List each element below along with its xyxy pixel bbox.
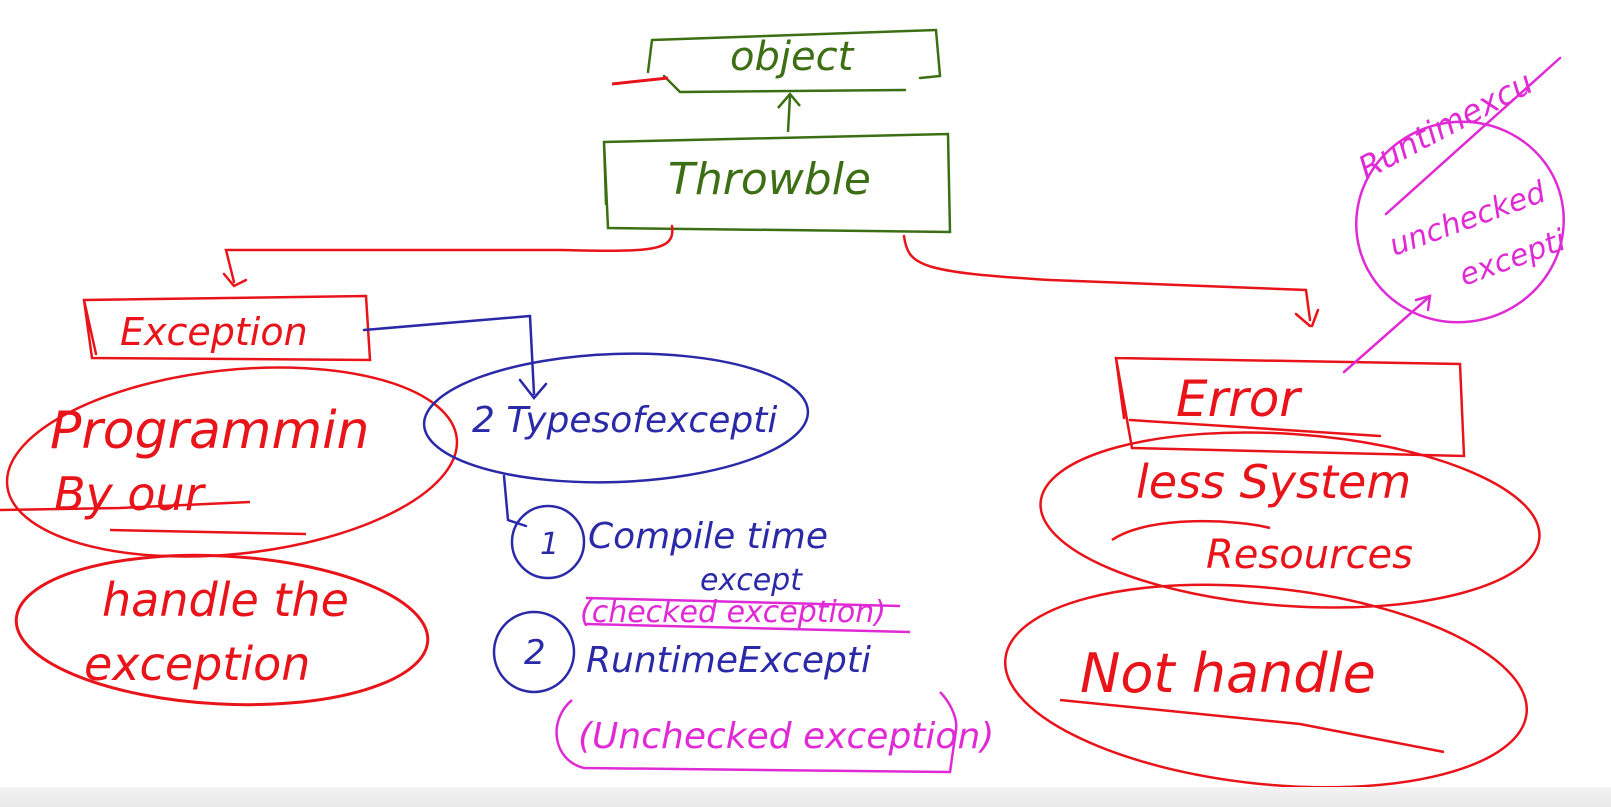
- object-label: object: [730, 34, 855, 80]
- programming-ellipse: [5, 366, 459, 558]
- types-note: 2 Typesofexcepti: [362, 314, 810, 528]
- not-handle-ellipse: [1003, 583, 1529, 789]
- item-2-number: 2: [524, 633, 546, 673]
- exception-to-types-connector: [362, 314, 548, 400]
- runtime-unchecked-bubble: Runtimexcu unchecked excepti: [1342, 56, 1571, 374]
- programming-note: Programmin By our: [0, 366, 459, 558]
- less-system-note: less System Resources: [1039, 431, 1541, 609]
- runtime-text: RuntimeExcepti: [586, 640, 871, 681]
- runtime-item: 2 RuntimeExcepti: [492, 610, 871, 694]
- handle-line1-text: handle the: [102, 573, 349, 627]
- error-box: [1114, 356, 1466, 458]
- throwable-box: [602, 132, 952, 234]
- object-box: [646, 28, 942, 94]
- exception-node: Exception: [82, 294, 372, 362]
- programming-cross-line: [0, 500, 251, 512]
- not-handle-text: Not handle: [1080, 642, 1376, 705]
- error-underline: [1128, 418, 1382, 438]
- handle-note: handle the exception: [14, 553, 430, 707]
- not-handle-cross-line: [1059, 698, 1445, 754]
- resources-text: Resources: [1206, 532, 1413, 578]
- exception-box: [82, 294, 372, 362]
- compile-time-item: 1 Compile time except: [510, 504, 828, 598]
- item-1-number: 1: [540, 527, 559, 562]
- checked-underline: [585, 596, 911, 634]
- less-system-text: less System: [1136, 455, 1411, 509]
- arrow-throwable-to-exception: [222, 224, 674, 288]
- runtime-crossed-text: Runtimexcu: [1352, 63, 1539, 187]
- exception-label: Exception: [120, 310, 308, 354]
- compile-line2-text: except: [700, 563, 803, 598]
- crossout-line: [1384, 56, 1562, 216]
- item-2-circle: [492, 610, 576, 694]
- throwable-node: Throwble: [602, 132, 952, 234]
- bubble-ellipse: [1355, 120, 1565, 324]
- by-our-underline: [109, 528, 307, 536]
- item-1-circle: [510, 504, 586, 580]
- less-system-ellipse: [1039, 431, 1541, 609]
- programming-text: Programmin: [50, 401, 370, 461]
- error-node: Error: [1114, 356, 1466, 458]
- types-text: 2 Typesofexcepti: [472, 400, 777, 441]
- unchecked-brackets: [555, 691, 958, 774]
- checked-note: (checked exception): [580, 595, 911, 634]
- arrow-throwable-to-object: [777, 92, 801, 133]
- by-our-text: By our: [54, 467, 207, 521]
- object-node: object: [646, 28, 942, 94]
- types-to-list-connector: [502, 474, 528, 528]
- throwable-label: Throwble: [668, 154, 871, 205]
- stray-mark: [611, 76, 669, 86]
- handle-ellipse: [14, 553, 430, 707]
- resources-loop: [1111, 519, 1271, 542]
- types-ellipse: [422, 352, 810, 484]
- handle-line2-text: exception: [84, 637, 310, 691]
- unchecked-note: (Unchecked exception): [555, 691, 994, 774]
- unchecked-text: (Unchecked exception): [578, 716, 994, 757]
- bottom-bar: [0, 787, 1611, 807]
- not-handle-note: Not handle: [1003, 583, 1529, 789]
- error-label: Error: [1176, 370, 1303, 428]
- bubble-to-error-arrow: [1342, 294, 1432, 374]
- arrow-throwable-to-error: [902, 234, 1320, 328]
- compile-line1-text: Compile time: [588, 516, 828, 557]
